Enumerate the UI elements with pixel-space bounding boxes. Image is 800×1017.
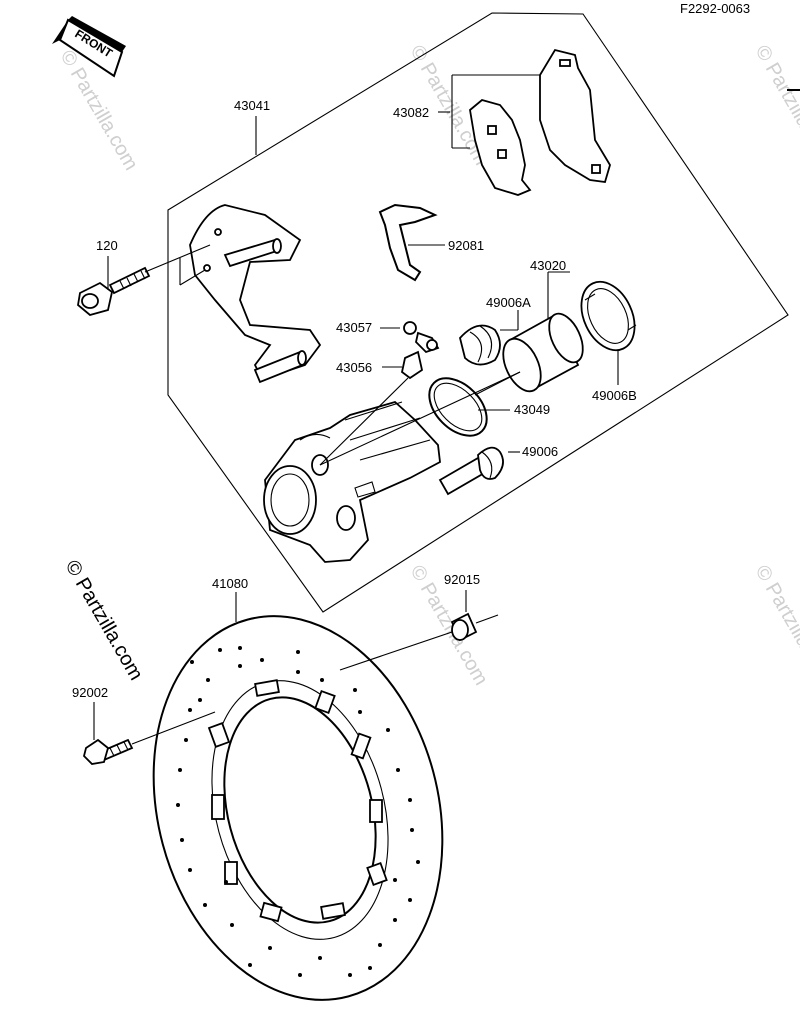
pin-bolt xyxy=(438,446,520,496)
part-label: 120 xyxy=(96,238,118,253)
figure-code: F2292-0063 xyxy=(680,1,750,16)
part-label: 43057 xyxy=(336,320,372,335)
caliper-body xyxy=(263,371,521,563)
bleeder-valve xyxy=(380,321,440,380)
part-label: 49006A xyxy=(486,295,531,310)
watermark-group: © Partzilla.com © Partzilla.com © Partzi… xyxy=(56,42,800,690)
part-labels: 43041 43082 92081 120 43020 49006A 43057… xyxy=(72,98,637,700)
bolt-92002 xyxy=(83,702,216,765)
piston-seal xyxy=(580,280,637,385)
part-label: 49006B xyxy=(592,388,637,403)
bolt-120 xyxy=(77,244,211,316)
watermark-text-dark: © Partzilla.com xyxy=(61,557,147,685)
brake-pads xyxy=(438,48,611,196)
disc-slots xyxy=(207,679,388,923)
part-label: 43049 xyxy=(514,402,550,417)
part-label: 49006 xyxy=(522,444,558,459)
watermark-text: © Partzilla.com xyxy=(751,42,800,170)
part-label: 43020 xyxy=(530,258,566,273)
disc-holes xyxy=(176,646,420,977)
pad-spring xyxy=(378,203,445,282)
part-label: 92002 xyxy=(72,685,108,700)
collar xyxy=(339,590,499,671)
brake-disc xyxy=(152,592,444,1001)
part-label: 43056 xyxy=(336,360,372,375)
assembly-outline xyxy=(167,12,789,613)
part-label: 43082 xyxy=(393,105,429,120)
dust-seal xyxy=(459,310,519,366)
watermark-text: © Partzilla.com xyxy=(751,562,800,690)
front-arrow-icon: FRONT xyxy=(52,16,126,78)
part-label: 41080 xyxy=(212,576,248,591)
caliper-bracket xyxy=(189,204,322,384)
part-label: 43041 xyxy=(234,98,270,113)
part-label: 92015 xyxy=(444,572,480,587)
piston xyxy=(502,271,584,393)
part-label: 92081 xyxy=(448,238,484,253)
